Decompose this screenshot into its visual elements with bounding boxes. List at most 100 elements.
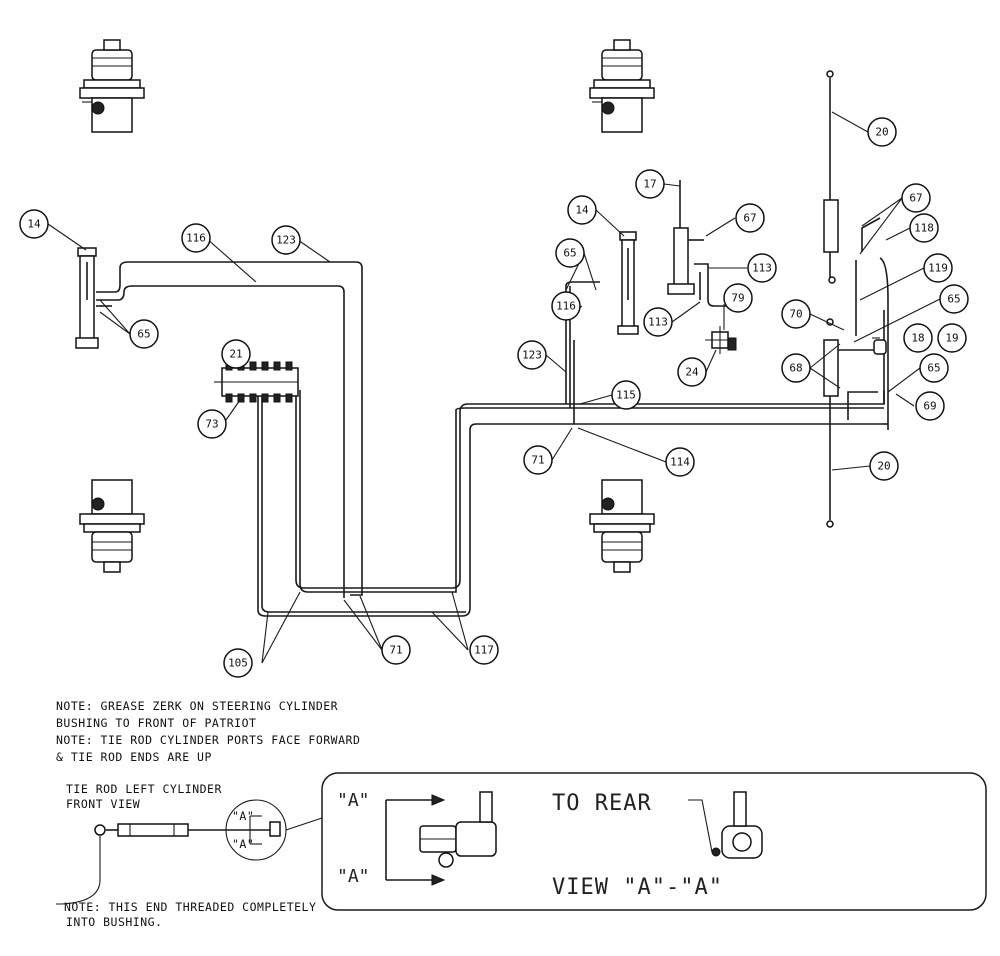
- section-a-top-label: "A": [337, 790, 370, 811]
- callout-21: 21: [221, 339, 251, 369]
- svg-text:69: 69: [923, 400, 936, 413]
- callout-17: 17: [635, 169, 665, 199]
- hose-runs: [96, 217, 889, 617]
- middle-steering-cylinder: [617, 231, 639, 335]
- callout-116-mid: 116: [551, 291, 581, 321]
- tie-rod-front-view: "A" "A": [56, 799, 323, 905]
- callout-113-a: 113: [747, 253, 777, 283]
- svg-text:123: 123: [522, 349, 542, 362]
- callout-65-mid: 65: [555, 238, 585, 268]
- callout-123-mid: 123: [517, 340, 547, 370]
- callout-14-left: 14: [19, 209, 49, 239]
- svg-text:123: 123: [276, 234, 296, 247]
- svg-text:117: 117: [474, 644, 494, 657]
- callout-14-mid: 14: [567, 195, 597, 225]
- note-line-2: BUSHING TO FRONT OF PATRIOT: [56, 716, 256, 730]
- callout-119: 119: [923, 253, 953, 283]
- svg-text:114: 114: [670, 456, 690, 469]
- right-tie-rod-cylinder-top: [823, 70, 839, 284]
- callout-20-top: 20: [867, 117, 897, 147]
- right-steering-cylinder: [823, 318, 887, 528]
- svg-text:115: 115: [616, 389, 636, 402]
- leader-lines: [47, 111, 941, 664]
- svg-text:21: 21: [229, 348, 242, 361]
- callout-70: 70: [781, 299, 811, 329]
- svg-text:67: 67: [743, 212, 756, 225]
- thread-note-2: INTO BUSHING.: [66, 915, 163, 929]
- callout-71-bottom: 71: [381, 635, 411, 665]
- svg-text:119: 119: [928, 262, 948, 275]
- svg-text:118: 118: [914, 222, 934, 235]
- wheel-hub-bottom-left: [79, 479, 145, 573]
- callout-73: 73: [197, 409, 227, 439]
- callout-67-mid: 67: [735, 203, 765, 233]
- svg-text:116: 116: [556, 300, 576, 313]
- svg-text:14: 14: [575, 204, 589, 217]
- callout-117: 117: [469, 635, 499, 665]
- svg-text:20: 20: [877, 460, 890, 473]
- svg-text:20: 20: [875, 126, 888, 139]
- front-view-title-1: TIE ROD LEFT CYLINDER: [66, 782, 222, 796]
- svg-text:116: 116: [186, 232, 206, 245]
- note-line-3: NOTE: TIE ROD CYLINDER PORTS FACE FORWAR…: [56, 733, 360, 747]
- svg-text:71: 71: [389, 644, 402, 657]
- callout-118: 118: [909, 213, 939, 243]
- svg-text:65: 65: [927, 362, 940, 375]
- svg-text:105: 105: [228, 657, 248, 670]
- callout-114: 114: [665, 447, 695, 477]
- callout-123-left: 123: [271, 225, 301, 255]
- svg-text:67: 67: [909, 192, 922, 205]
- callout-68: 68: [781, 353, 811, 383]
- callout-105: 105: [223, 648, 253, 678]
- svg-text:24: 24: [685, 366, 699, 379]
- svg-text:65: 65: [137, 328, 150, 341]
- priority-valve: [705, 326, 737, 354]
- view-a-a-label: VIEW "A"-"A": [552, 875, 723, 900]
- note-line-1: NOTE: GREASE ZERK ON STEERING CYLINDER: [56, 699, 338, 713]
- svg-text:19: 19: [945, 332, 958, 345]
- callout-65-left: 65: [129, 319, 159, 349]
- callouts: 14 116 123 65 21 73 105 71 117 17 14 67 …: [19, 117, 969, 678]
- svg-text:113: 113: [648, 316, 668, 329]
- svg-text:71: 71: [531, 454, 544, 467]
- callout-71-mid: 71: [523, 445, 553, 475]
- callout-19: 19: [937, 323, 967, 353]
- wheel-hub-top-right: [589, 39, 655, 133]
- section-a-bottom-label: "A": [337, 866, 370, 887]
- svg-text:17: 17: [643, 178, 656, 191]
- view-a-a-detail: "A" "A" TO REAR VIEW "A"-"A": [321, 772, 987, 911]
- svg-text:14: 14: [27, 218, 41, 231]
- callout-113-b: 113: [643, 307, 673, 337]
- left-steering-cylinder: [75, 247, 99, 349]
- svg-text:113: 113: [752, 262, 772, 275]
- svg-text:65: 65: [947, 293, 960, 306]
- callout-115: 115: [611, 380, 641, 410]
- notes-block: NOTE: GREASE ZERK ON STEERING CYLINDER B…: [56, 699, 360, 929]
- svg-text:68: 68: [789, 362, 802, 375]
- callout-67-right: 67: [901, 183, 931, 213]
- callout-24: 24: [677, 357, 707, 387]
- small-a-top: "A": [232, 809, 254, 823]
- wheel-hub-bottom-right: [589, 479, 655, 573]
- svg-text:65: 65: [563, 247, 576, 260]
- svg-text:18: 18: [911, 332, 924, 345]
- steering-orbit-unit: [667, 180, 728, 307]
- wheel-hub-top-left: [79, 39, 145, 133]
- note-line-4: & TIE ROD ENDS ARE UP: [56, 750, 212, 764]
- callout-69: 69: [915, 391, 945, 421]
- callout-65-right-b: 65: [919, 353, 949, 383]
- valve-manifold: [214, 361, 299, 403]
- callout-116-left: 116: [181, 223, 211, 253]
- thread-note-1: NOTE: THIS END THREADED COMPLETELY: [64, 900, 316, 914]
- callout-65-right-a: 65: [939, 284, 969, 314]
- to-rear-label: TO REAR: [552, 791, 652, 816]
- callout-18: 18: [903, 323, 933, 353]
- svg-text:73: 73: [205, 418, 218, 431]
- small-a-bottom: "A": [232, 837, 254, 851]
- svg-text:70: 70: [789, 308, 802, 321]
- svg-text:79: 79: [731, 292, 744, 305]
- callout-79: 79: [723, 283, 753, 313]
- front-view-title-2: FRONT VIEW: [66, 797, 140, 811]
